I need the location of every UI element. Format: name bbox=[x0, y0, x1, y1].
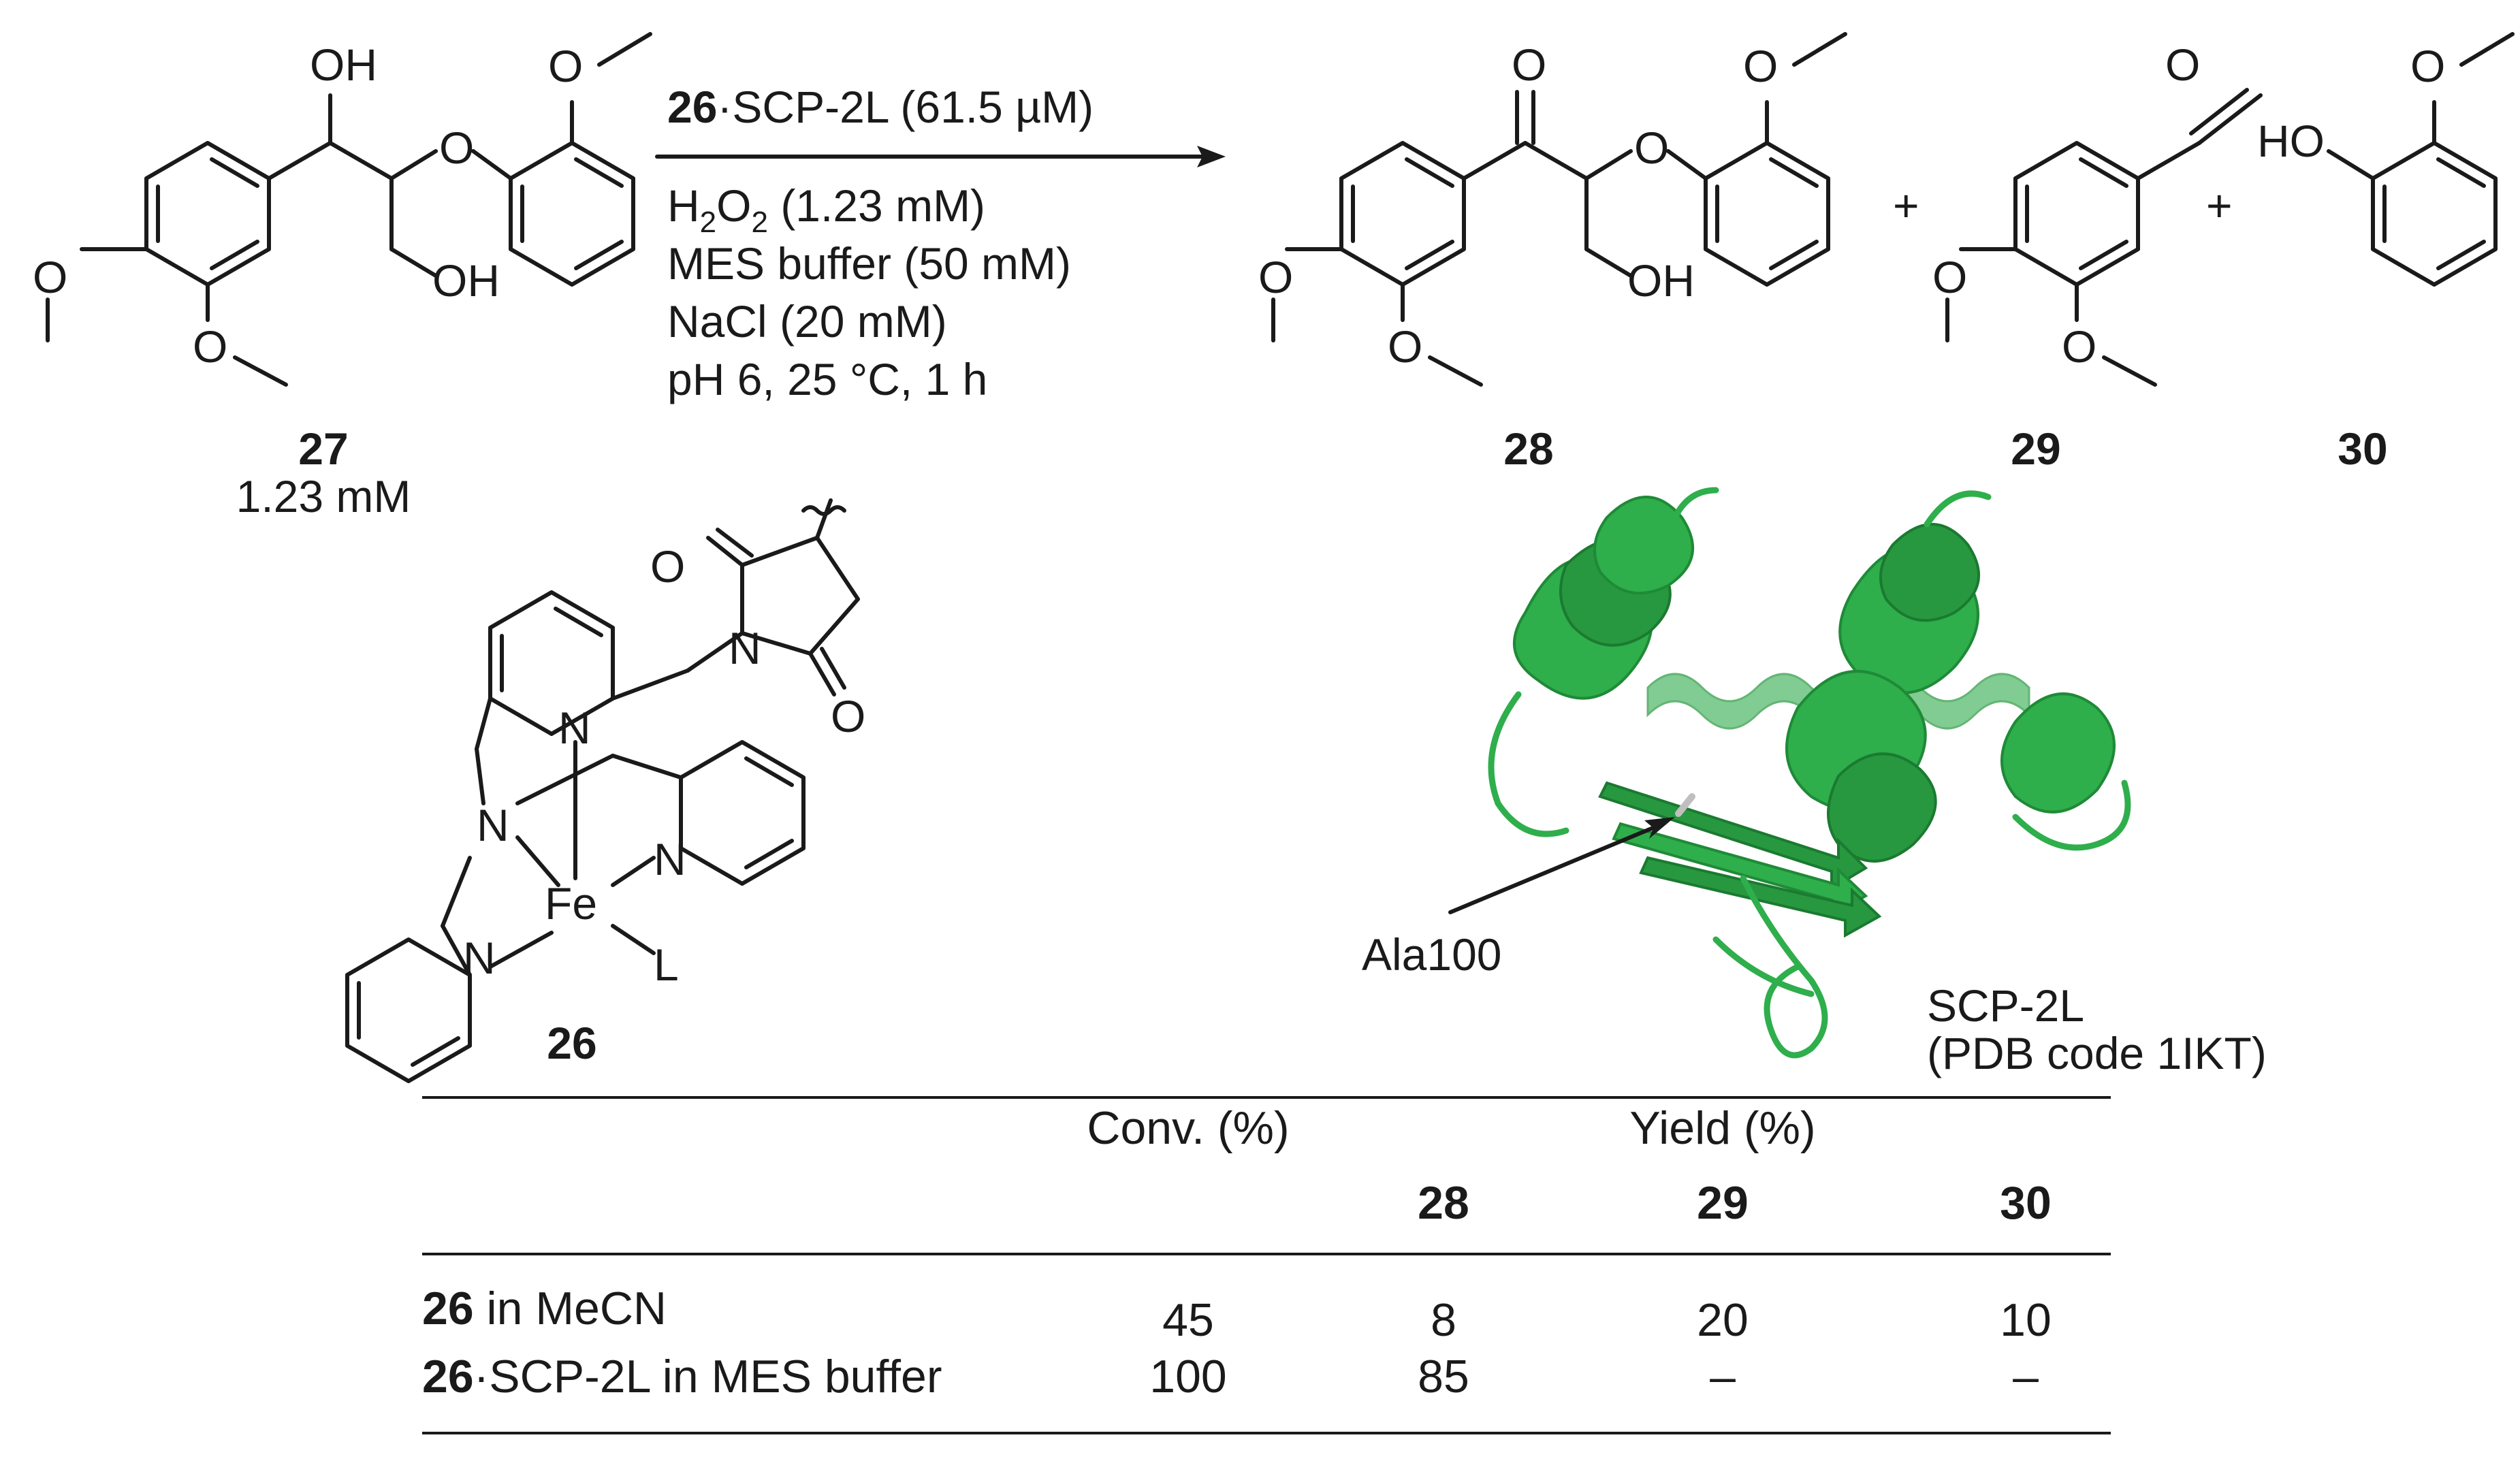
c28-ether-o: O bbox=[1634, 123, 1669, 173]
condition-h2o2: H2O2 (1.23 mM) bbox=[667, 180, 985, 239]
ala100-pointer-line bbox=[1448, 825, 1657, 914]
c27-ome-o-guaiacyl: O bbox=[548, 41, 583, 91]
row2-conversion: 100 bbox=[1149, 1351, 1226, 1402]
row1-catalyst: 26 in MeCN bbox=[422, 1283, 667, 1334]
c28-oh: OH bbox=[1627, 255, 1695, 306]
compound-27-label: 27 bbox=[298, 423, 348, 474]
row2-yield-29: – bbox=[1710, 1351, 1736, 1402]
c28-ome-o-4: O bbox=[1258, 252, 1293, 302]
row1-yield-28: 8 bbox=[1431, 1294, 1456, 1346]
compound-27-concentration: 1.23 mM bbox=[236, 471, 411, 521]
c26-pyridine-n-right: N bbox=[654, 834, 686, 884]
ala100-pointer-head bbox=[1644, 817, 1675, 839]
c27-oh-bottom: OH bbox=[432, 255, 500, 306]
row2-yield-30: – bbox=[2013, 1351, 2039, 1402]
subheader-28: 28 bbox=[1418, 1177, 1469, 1229]
subheader-29: 29 bbox=[1697, 1177, 1749, 1229]
header-conversion: Conv. (%) bbox=[1087, 1102, 1289, 1154]
compound-26-structure bbox=[345, 498, 860, 1083]
c29-ome-o-4: O bbox=[1932, 252, 1967, 302]
compound-30-structure bbox=[2327, 32, 2515, 287]
c30-ome-o: O bbox=[2410, 41, 2445, 91]
c27-oh-top: OH bbox=[310, 39, 377, 90]
protein-pdb-code: (PDB code 1IKT) bbox=[1927, 1028, 2267, 1078]
header-yield: Yield (%) bbox=[1629, 1102, 1815, 1154]
row1-yield-29: 20 bbox=[1697, 1294, 1749, 1346]
c28-ketone-o: O bbox=[1512, 39, 1546, 90]
scp2l-protein-cartoon bbox=[1488, 487, 2131, 1059]
compound-28-label: 28 bbox=[1503, 423, 1553, 474]
c26-ligand-l: L bbox=[654, 940, 679, 990]
compound-29-label: 29 bbox=[2011, 423, 2060, 474]
c26-pyridine-n-left: N bbox=[463, 933, 496, 983]
compound-30-label: 30 bbox=[2338, 423, 2387, 474]
row2-yield-28: 85 bbox=[1418, 1351, 1469, 1402]
row2-catalyst: 26·SCP-2L in MES buffer bbox=[422, 1351, 942, 1402]
compound-29-structure bbox=[1945, 88, 2263, 387]
compound-27-structure bbox=[46, 32, 652, 387]
results-table: Conv. (%) Yield (%) 28 29 30 26 in MeCN … bbox=[422, 1096, 2111, 1434]
c28-ome-o-3: O bbox=[1388, 321, 1422, 372]
c29-ome-o-3: O bbox=[2062, 321, 2096, 372]
c26-succinimide-o-bottom: O bbox=[831, 691, 865, 741]
ala100-label: Ala100 bbox=[1362, 929, 1502, 980]
c27-ome-o-3: O bbox=[193, 321, 227, 372]
subheader-30: 30 bbox=[2000, 1177, 2052, 1229]
row1-yield-30: 10 bbox=[2000, 1294, 2052, 1346]
condition-mes-buffer: MES buffer (50 mM) bbox=[667, 238, 1071, 289]
plus-sign-1: + bbox=[1893, 180, 1919, 231]
condition-nacl: NaCl (20 mM) bbox=[667, 296, 947, 347]
c26-pyridine-n-top: N bbox=[558, 703, 591, 753]
c30-hydroxyl: HO bbox=[2257, 116, 2325, 166]
reaction-arrowhead bbox=[1197, 146, 1226, 167]
reagent-line: 26·SCP-2L (61.5 µM) bbox=[667, 82, 1094, 132]
c27-ome-o-4: O bbox=[33, 252, 67, 302]
compound-26-label: 26 bbox=[547, 1018, 596, 1068]
plus-sign-2: + bbox=[2206, 180, 2233, 231]
c28-ome-o-guaiacyl: O bbox=[1743, 41, 1778, 91]
c27-ether-o: O bbox=[439, 123, 474, 173]
c26-fe-center: Fe bbox=[545, 878, 597, 929]
c26-amine-n: N bbox=[477, 800, 509, 850]
condition-ph-temp-time: pH 6, 25 °C, 1 h bbox=[667, 354, 987, 404]
c26-succinimide-n: N bbox=[729, 623, 761, 673]
row1-conversion: 45 bbox=[1162, 1294, 1214, 1346]
protein-name: SCP-2L bbox=[1927, 980, 2084, 1031]
c29-aldehyde-o: O bbox=[2165, 39, 2200, 90]
compound-28-structure bbox=[1271, 32, 1847, 387]
c26-succinimide-o-top: O bbox=[650, 541, 685, 592]
